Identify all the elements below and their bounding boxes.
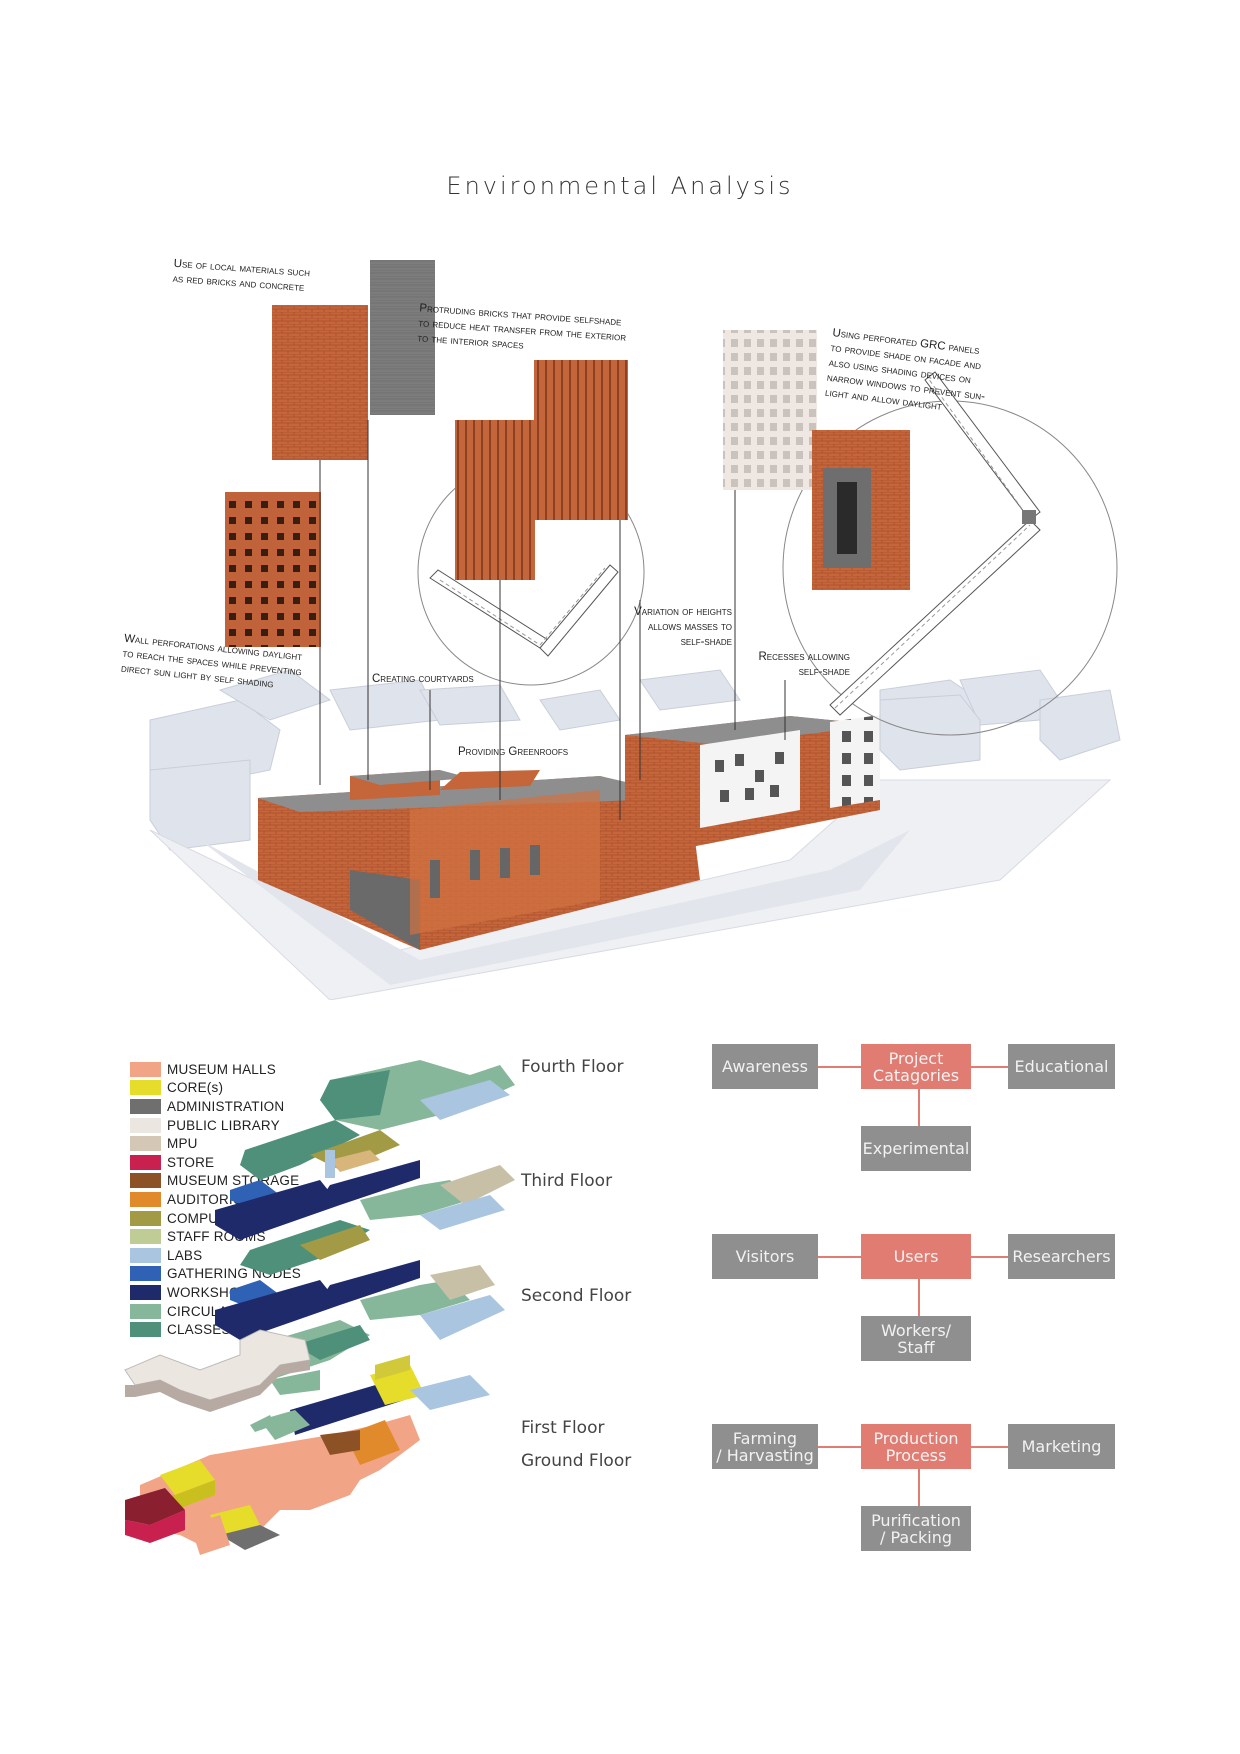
perforated-brick-panel [225, 492, 321, 647]
diagram-box-left: Farming / Harvasting [712, 1424, 818, 1469]
vertical-brick-panel [455, 420, 535, 580]
diagram-box-bottom: Purification / Packing [861, 1506, 971, 1551]
diagram-box-right: Marketing [1008, 1424, 1115, 1469]
right-building [625, 715, 880, 860]
diagram-box-bottom: Workers/ Staff [861, 1316, 971, 1361]
legend-item: CORE(s) [130, 1079, 301, 1098]
diagram-box-right: Educational [1008, 1044, 1115, 1089]
legend-label: ADMINISTRATION [167, 1098, 285, 1114]
legend-swatch [130, 1117, 161, 1133]
zoning-floor-stack [124, 1060, 515, 1555]
ground-floor-plan [125, 1415, 420, 1555]
protruding-brick-panel [534, 360, 628, 520]
label-second-floor: Second Floor [521, 1286, 632, 1306]
legend-swatch [130, 1061, 161, 1077]
legend-item: MPU [130, 1134, 301, 1153]
legend-item: CLASSES [130, 1320, 301, 1339]
label-third-floor: Third Floor [521, 1171, 613, 1191]
diagram-box-center: Users [861, 1234, 971, 1279]
legend-label: CLASSES [167, 1322, 231, 1338]
environmental-analysis-illustration [149, 260, 1121, 1000]
legend-label: MPU [167, 1136, 198, 1152]
connector-right [970, 1256, 1020, 1258]
legend-item: PUBLIC LIBRARY [130, 1116, 301, 1135]
legend-label: LABS [167, 1247, 203, 1263]
fourth-floor-plan [230, 1060, 515, 1208]
section-strip-left [429, 564, 619, 657]
legend-item: LABS [130, 1246, 301, 1265]
legend-swatch [130, 1154, 161, 1170]
annotation-height-variation: Variation of heights allows masses to se… [634, 606, 732, 648]
diagram-box-center: Production Process [861, 1424, 971, 1469]
first-floor-plan [260, 1355, 490, 1440]
legend-swatch [130, 1284, 161, 1300]
legend-swatch [130, 1136, 161, 1152]
legend-item: ADMINISTRATION [130, 1097, 301, 1116]
environmental-analysis-title: Environmental Analysis [446, 172, 794, 200]
library-block [124, 1329, 311, 1412]
connector-right [970, 1446, 1020, 1448]
connector-bottom [918, 1278, 920, 1319]
annotation-greenroofs: Providing Greenroofs [458, 746, 569, 758]
connector-left [818, 1066, 868, 1068]
grc-panel [723, 330, 817, 490]
legend-swatch [130, 1098, 161, 1114]
connector-right [970, 1066, 1020, 1068]
diagram-box-center: Project Catagories [861, 1044, 971, 1089]
connector-bottom [918, 1468, 920, 1509]
third-floor-plan [215, 1160, 515, 1308]
legend-swatch [130, 1191, 161, 1207]
legend-swatch [130, 1247, 161, 1263]
diagram-box-left: Visitors [712, 1234, 818, 1279]
legend-swatch [130, 1210, 161, 1226]
legend-swatch [130, 1229, 161, 1245]
section-strip-right [829, 371, 1041, 716]
legend-label: PUBLIC LIBRARY [167, 1117, 280, 1133]
annotation-recesses: Recesses allowing self-shade [758, 651, 850, 678]
diagram-box-right: Researchers [1008, 1234, 1115, 1279]
label-fourth-floor: Fourth Floor [521, 1057, 624, 1077]
diagram-box-left: Awareness [712, 1044, 818, 1089]
annotation-courtyards: Creating courtyards [372, 673, 474, 685]
label-ground-floor: Ground Floor [521, 1451, 632, 1471]
connector-left [818, 1446, 868, 1448]
red-brick-panel [272, 305, 368, 460]
legend-label: MUSEUM HALLS [167, 1061, 276, 1077]
diagram-box-bottom: Experimental [861, 1126, 971, 1171]
connector-bottom [918, 1088, 920, 1129]
legend-swatch [130, 1322, 161, 1338]
legend-swatch [130, 1173, 161, 1189]
legend-item: MUSEUM HALLS [130, 1060, 301, 1079]
main-building [258, 770, 700, 950]
legend-label: STORE [167, 1154, 215, 1170]
legend-swatch [130, 1303, 161, 1319]
connector-left [818, 1256, 868, 1258]
legend-swatch [130, 1266, 161, 1282]
legend-label: CORE(s) [167, 1080, 224, 1096]
concrete-panel [370, 260, 435, 415]
legend-item: STORE [130, 1153, 301, 1172]
legend-swatch [130, 1080, 161, 1096]
leader-lines [319, 420, 786, 820]
label-first-floor: First Floor [521, 1418, 605, 1438]
